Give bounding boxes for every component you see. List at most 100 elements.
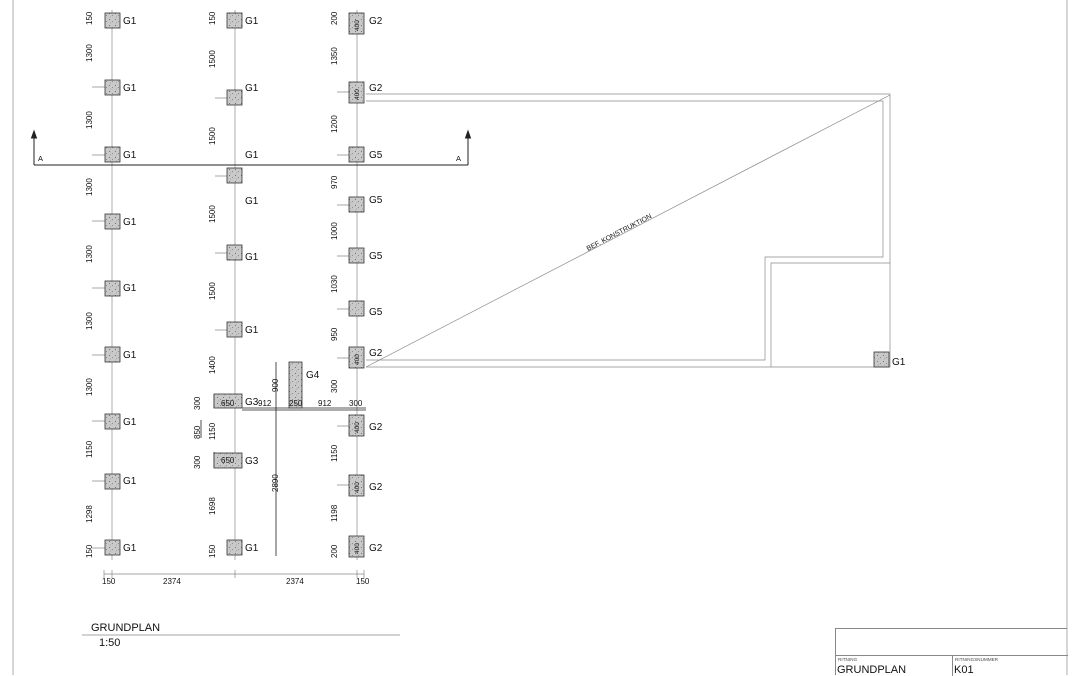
dimension-right: 1150 xyxy=(330,444,339,462)
g3-dimension: 650 xyxy=(221,399,235,408)
foundation-pad xyxy=(348,474,365,497)
existing-construction-outline xyxy=(365,93,891,368)
g4-dimension: 250 xyxy=(289,399,303,408)
dimension-middle: 1698 xyxy=(208,497,217,515)
dimension-middle: 150 xyxy=(208,11,217,25)
foundation-label: G3 xyxy=(245,456,259,467)
foundation-label: G1 xyxy=(123,476,137,487)
plan-scale: 1:50 xyxy=(99,637,121,649)
dimension-right: 1030 xyxy=(330,275,339,293)
foundation-label: G1 xyxy=(245,252,259,263)
dimension-left: 1300 xyxy=(85,178,94,196)
foundation-label: G1 xyxy=(123,83,137,94)
pad-dimension: 400 xyxy=(354,354,361,365)
vertical-dimension-2890: 2890 xyxy=(271,474,280,492)
foundation-label: G5 xyxy=(369,150,383,161)
dimension-middle: 1400 xyxy=(208,356,217,374)
dimension-middle: 1500 xyxy=(208,282,217,300)
foundation-pad xyxy=(348,300,365,317)
dimension-middle: 300 xyxy=(193,396,202,410)
foundation-label: G2 xyxy=(369,83,383,94)
foundation-label: G1 xyxy=(123,16,137,27)
foundation-label: G2 xyxy=(369,482,383,493)
section-line-a xyxy=(30,129,472,166)
dimension-bottom: 150 xyxy=(356,577,370,586)
dimension-right: 1000 xyxy=(330,222,339,240)
foundation-label: G1 xyxy=(892,357,906,368)
g4-dimension: 912 xyxy=(318,399,332,408)
foundation-pad xyxy=(104,539,121,556)
pad-dimension: 400 xyxy=(354,422,361,433)
foundation-pad xyxy=(226,244,243,261)
g3-dimension: 650 xyxy=(221,456,235,465)
foundation-pad xyxy=(104,473,121,490)
foundation-pad xyxy=(348,414,365,437)
dimension-middle: 1500 xyxy=(208,127,217,145)
drawing-number: K01 xyxy=(954,664,974,676)
dimension-right: 300 xyxy=(330,379,339,393)
foundation-label: G1 xyxy=(245,150,259,161)
dimension-right: 970 xyxy=(330,175,339,189)
foundation-pad xyxy=(226,321,243,338)
foundation-pad-g4 xyxy=(288,361,303,409)
dimension-middle: 1500 xyxy=(208,50,217,68)
dimension-left: 1298 xyxy=(85,505,94,523)
pad-dimension: 400 xyxy=(354,482,361,493)
dimension-bottom: 150 xyxy=(102,577,116,586)
bottom-dimension-line xyxy=(103,570,365,578)
drawing-name: GRUNDPLAN xyxy=(837,664,907,676)
foundation-label: G4 xyxy=(306,370,320,381)
dimension-middle: 150 xyxy=(208,544,217,558)
foundation-label: G5 xyxy=(369,195,383,206)
foundation-label: G2 xyxy=(369,543,383,554)
g4-dimension: 300 xyxy=(349,399,363,408)
title-block-divider xyxy=(952,655,953,676)
g4-dimension: 912 xyxy=(258,399,272,408)
section-marker-left: A xyxy=(38,154,43,163)
plan-title: GRUNDPLAN xyxy=(91,622,161,634)
dimension-left: 1300 xyxy=(85,312,94,330)
pad-dimension: 400 xyxy=(354,543,361,554)
foundation-label: G1 xyxy=(123,350,137,361)
dimension-middle: 1500 xyxy=(208,205,217,223)
dimension-middle: 1150 xyxy=(208,422,217,440)
foundation-pad xyxy=(226,12,243,29)
foundation-pad xyxy=(104,146,121,163)
foundation-label: G1 xyxy=(245,16,259,27)
dimension-bottom: 2374 xyxy=(163,577,181,586)
dimension-right: 200 xyxy=(330,11,339,25)
dimension-bottom: 2374 xyxy=(286,577,304,586)
foundation-label: G1 xyxy=(123,417,137,428)
foundation-pad xyxy=(348,196,365,213)
foundations-middle-column xyxy=(213,12,303,556)
dimension-left: 1300 xyxy=(85,111,94,129)
pad-dimension: 400 xyxy=(354,20,361,31)
foundation-pad-isolated xyxy=(873,351,890,368)
foundation-label: G1 xyxy=(245,325,259,336)
foundations-right-column xyxy=(348,12,365,558)
foundation-pad-g3 xyxy=(213,452,243,469)
foundation-pad xyxy=(226,89,243,106)
foundation-label: G5 xyxy=(369,307,383,318)
foundation-pad xyxy=(104,213,121,230)
foundation-pad xyxy=(226,167,243,184)
dimension-left: 150 xyxy=(85,544,94,558)
foundation-pad xyxy=(348,247,365,264)
dimension-right: 950 xyxy=(330,327,339,341)
dimension-left: 1300 xyxy=(85,44,94,62)
dimension-right: 1350 xyxy=(330,47,339,65)
dimension-left: 1150 xyxy=(85,440,94,458)
dimension-left: 1300 xyxy=(85,378,94,396)
foundation-label: G1 xyxy=(123,217,137,228)
drawing-number-label: RITNINGSNUMMER xyxy=(955,657,999,662)
foundation-label: G1 xyxy=(123,150,137,161)
foundation-label: G2 xyxy=(369,348,383,359)
foundation-pad-g3 xyxy=(213,393,243,409)
foundation-pad xyxy=(348,146,365,163)
foundation-label: G2 xyxy=(369,422,383,433)
foundation-label: G1 xyxy=(123,543,137,554)
foundation-pad xyxy=(348,12,365,35)
title-block: RITNING GRUNDPLAN RITNINGSNUMMER K01 xyxy=(835,628,1068,676)
foundations-left-column xyxy=(104,12,121,556)
foundation-pad xyxy=(348,535,365,558)
